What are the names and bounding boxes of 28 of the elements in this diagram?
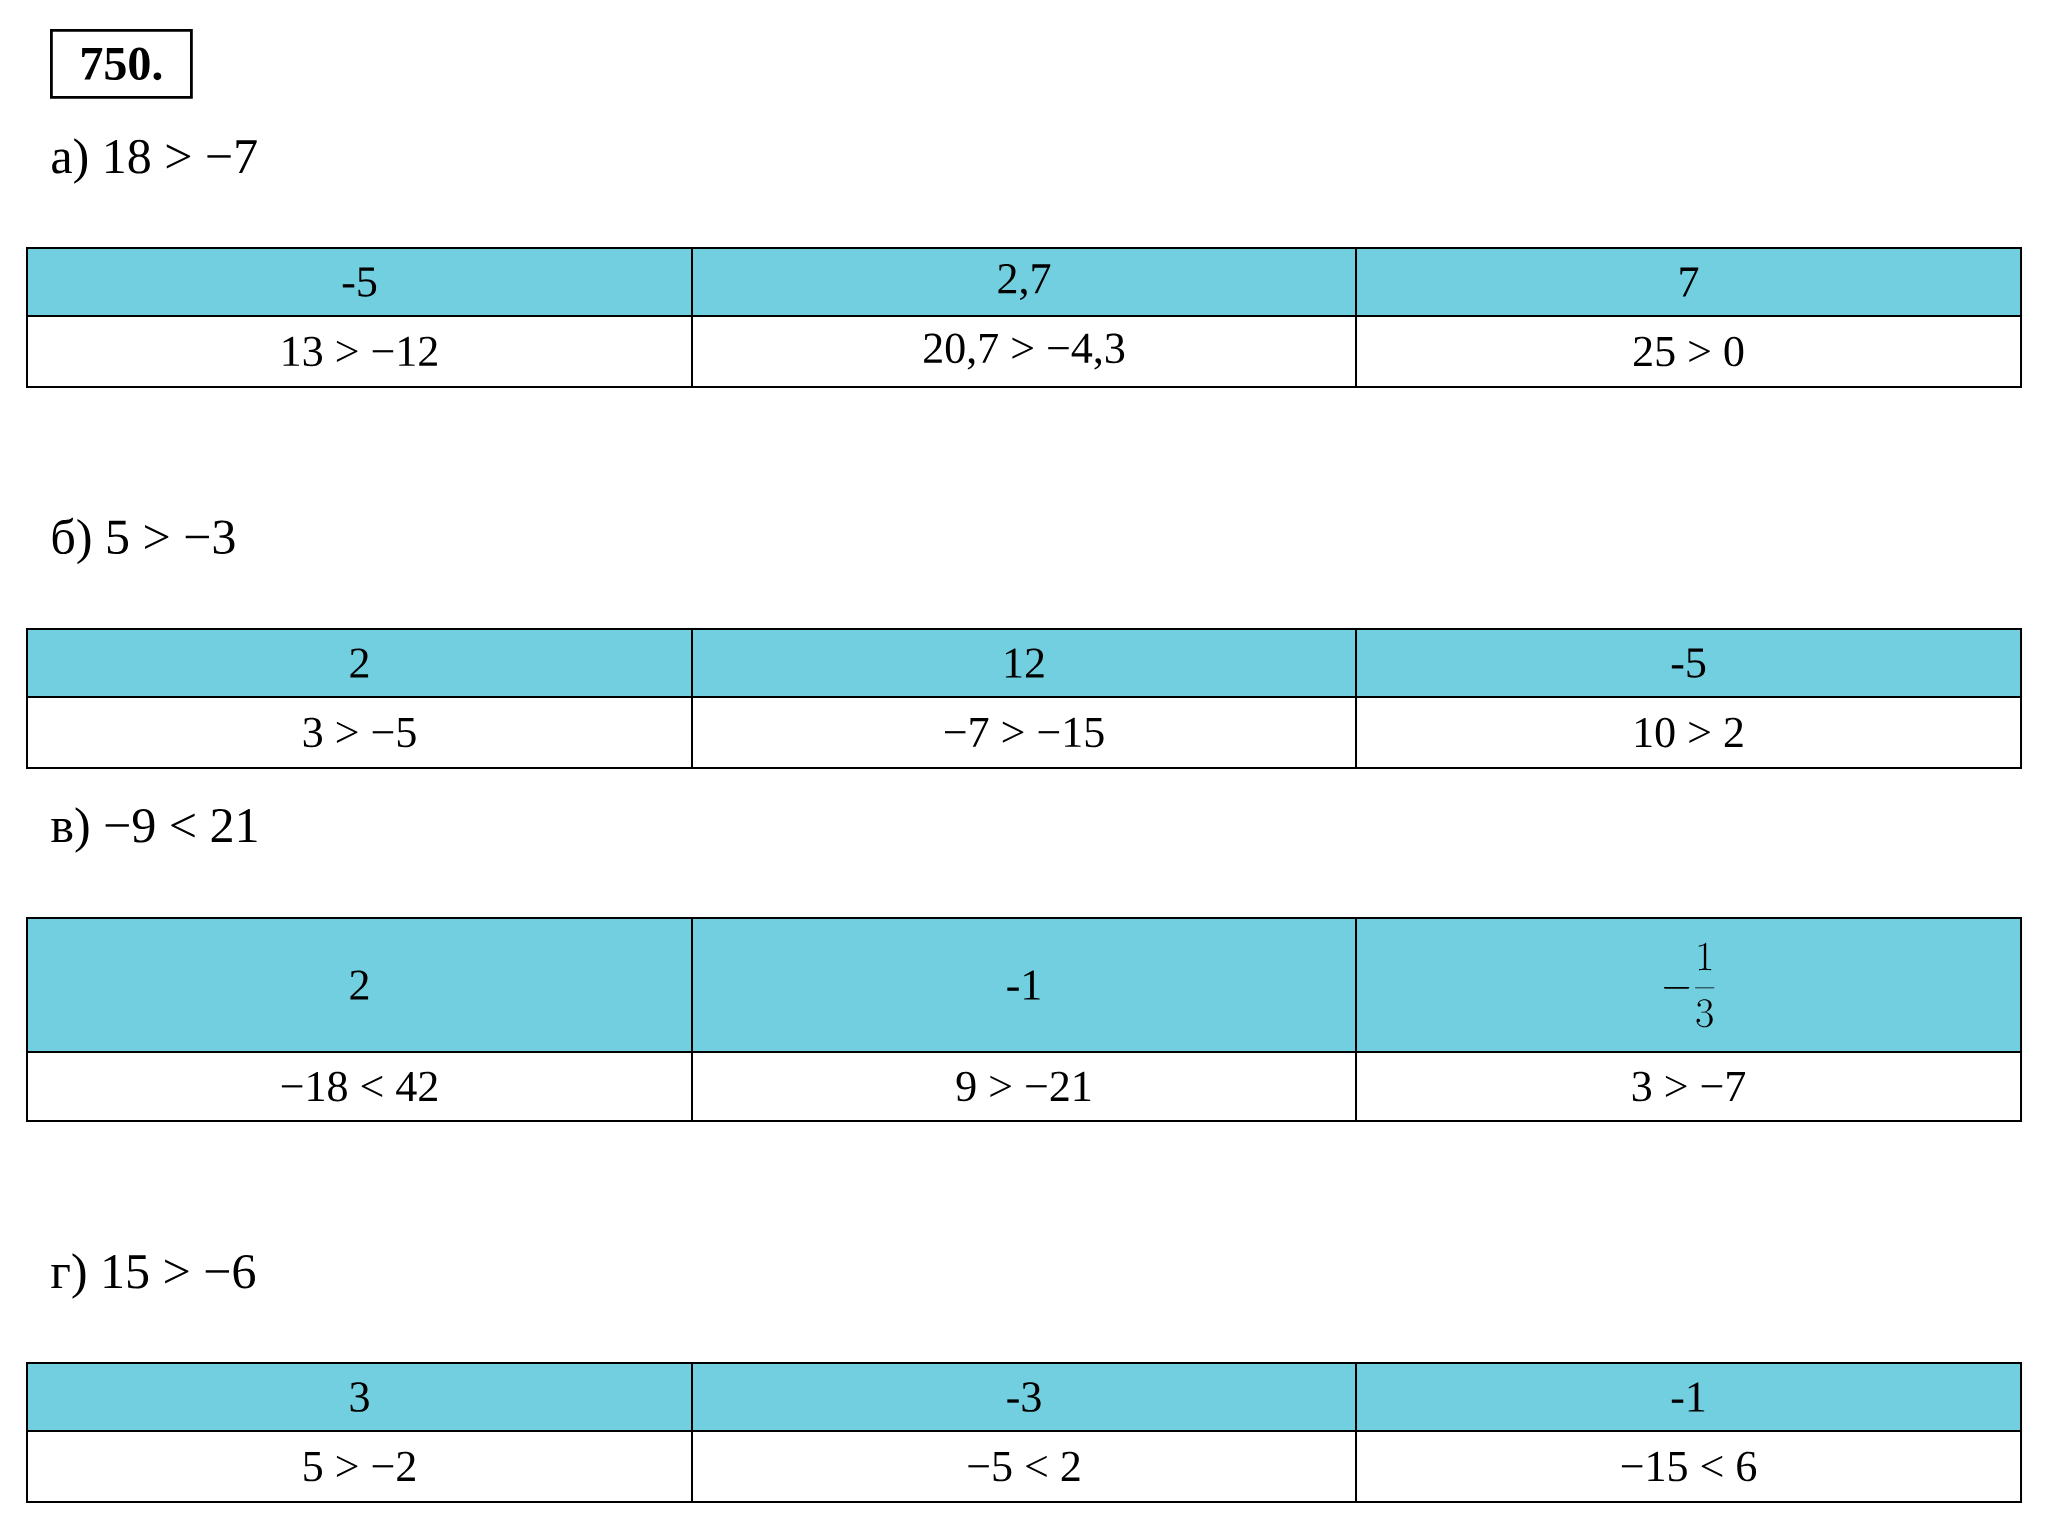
table-cell: 12 xyxy=(691,628,1357,698)
table-cell: -1 xyxy=(691,917,1357,1054)
section-heading: в) −9 < 21 xyxy=(51,807,257,853)
table-cell: −7 > −15 xyxy=(691,696,1357,769)
table-cell: −15 < 6 xyxy=(1355,1430,2023,1504)
table-cell: 13 > −12 xyxy=(26,315,693,388)
table-cell: -3 xyxy=(691,1362,1357,1433)
table-cell: 5 > −2 xyxy=(26,1430,693,1504)
table-cell: 3 > −5 xyxy=(26,696,693,769)
table-cell: 25 > 0 xyxy=(1355,315,2023,388)
section-heading: б) 5 > −3 xyxy=(52,517,235,565)
table-cell: −18 < 42 xyxy=(26,1051,693,1123)
table-cell: 2 xyxy=(26,917,693,1054)
section-heading: г) 15 > −6 xyxy=(51,1253,255,1299)
number-box: 750. xyxy=(50,29,193,99)
table-cell: 20,7 > −4,3 xyxy=(691,315,1357,388)
table-cell: 10 > 2 xyxy=(1355,696,2023,769)
table-cell: −5 < 2 xyxy=(691,1430,1357,1504)
table-cell: 7 xyxy=(1355,247,2023,317)
table-cell: 3 xyxy=(26,1362,693,1433)
table-cell: -5 xyxy=(26,247,693,317)
table-cell: 2 xyxy=(26,628,693,698)
table-cell: -5 xyxy=(1355,628,2023,698)
table-cell: -1 xyxy=(1355,1362,2023,1433)
table-cell: 9 > −21 xyxy=(691,1051,1357,1123)
table-cell: $-\frac{1}{3}$ xyxy=(1355,917,2023,1054)
table-cell: 3 > −7 xyxy=(1355,1051,2023,1123)
table-cell: 2,7 xyxy=(691,247,1357,317)
